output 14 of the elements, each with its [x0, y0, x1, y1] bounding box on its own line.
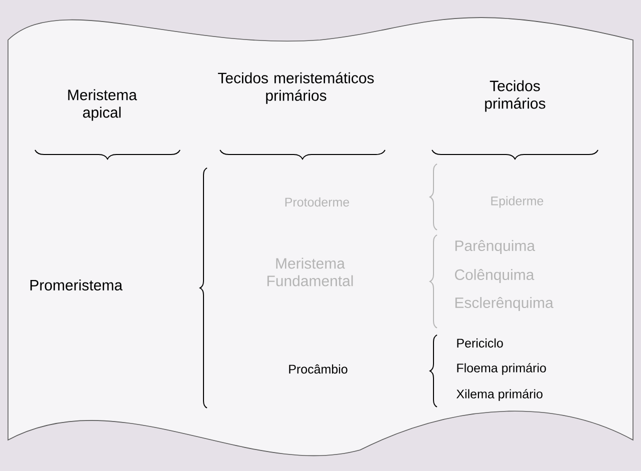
column-heading: Tecidos primários	[485, 80, 546, 112]
column-heading: Meristema apical	[68, 89, 137, 121]
tissue-label: Meristema Fundamental	[267, 258, 353, 286]
tissue-label: Procâmbio	[289, 364, 348, 374]
tissue-label: Protoderme	[285, 197, 350, 207]
tissue-label: Colênquima	[454, 268, 534, 283]
column-heading: Tecidos meristemáticos primários	[218, 72, 374, 104]
tissue-label: Periciclo	[457, 338, 503, 348]
tissue-label: Promeristema	[30, 279, 123, 290]
tissue-label: Floema primário	[457, 363, 546, 375]
tissue-label: Epiderme	[491, 196, 544, 208]
tissue-label: Xilema primário	[456, 389, 542, 401]
tissue-label: Parênquima	[455, 240, 536, 254]
tissue-label: Esclerênquima	[455, 296, 554, 311]
